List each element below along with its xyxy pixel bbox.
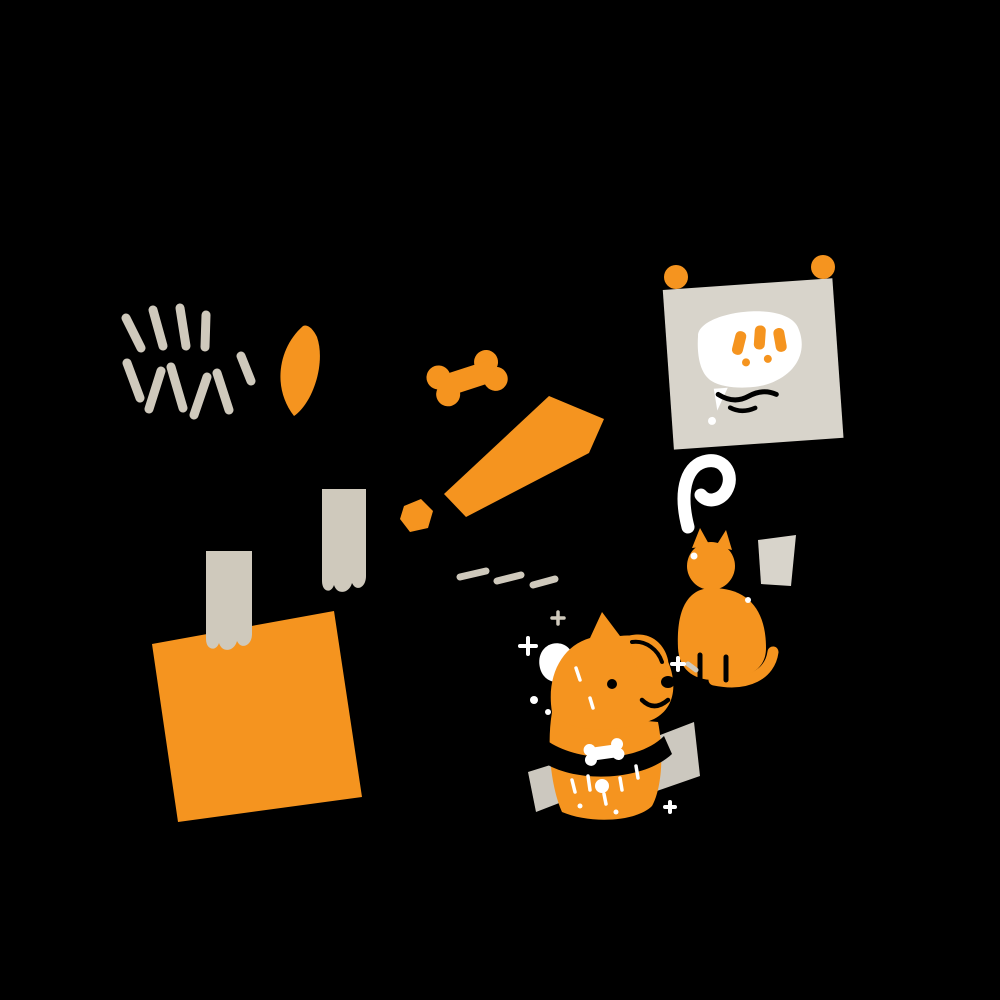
- tassel-stroke: [189, 372, 212, 420]
- orange-wing: [280, 325, 320, 416]
- beige-dashes: [456, 567, 559, 589]
- tassel-stroke: [148, 305, 168, 351]
- dog-nose: [661, 676, 675, 688]
- beige-dash: [456, 567, 490, 581]
- dog-collar: [540, 736, 672, 777]
- wall-hook: [677, 454, 736, 534]
- dog-fur-stroke: [588, 696, 595, 710]
- speckle-dot: [577, 803, 583, 809]
- speckle: [570, 778, 577, 794]
- tassel-stroke: [212, 368, 234, 415]
- tassel-stroke: [144, 366, 166, 414]
- tassel-stroke: [200, 310, 211, 352]
- white-sparkles: [518, 636, 686, 814]
- paw-print-dot: [742, 358, 751, 367]
- photo-gray-patch: [758, 535, 796, 586]
- paw-print-mark: [753, 325, 766, 350]
- orange-pin-left: [664, 265, 688, 289]
- dog-speckles: [570, 764, 640, 806]
- cat-white-speck: [745, 597, 751, 603]
- orange-pin-right: [811, 255, 835, 279]
- speckle-dot: [613, 809, 619, 815]
- dog-ear-line: [630, 639, 664, 664]
- collar-white-dot: [595, 779, 609, 793]
- dog-ear-floppy: [628, 634, 669, 679]
- beige-dash: [493, 571, 525, 585]
- speckle: [586, 774, 592, 792]
- bone-shaft: [438, 359, 497, 398]
- orange-bone: [426, 350, 508, 407]
- paw-print-mark: [731, 331, 747, 355]
- cat-tail: [708, 646, 779, 688]
- orange-hexagon: [400, 499, 433, 532]
- speckle: [618, 776, 624, 792]
- white-dot: [530, 696, 538, 704]
- tassel-stroke: [166, 362, 188, 413]
- tassel-stroke: [122, 358, 145, 403]
- paw-print-mark: [773, 327, 787, 352]
- beige-sparkle: [550, 610, 566, 626]
- speckle: [634, 764, 640, 780]
- speech-bubble-dot: [708, 416, 717, 425]
- sparkle: [670, 656, 686, 672]
- tassel-stroke: [121, 313, 146, 353]
- paw-print-dot: [763, 354, 772, 363]
- tassel-strokes: [121, 303, 256, 420]
- beige-dash: [529, 575, 559, 589]
- dog-fur-stroke: [574, 666, 582, 682]
- beige-paw-right: [322, 489, 366, 592]
- cat-head: [687, 542, 735, 590]
- speckle: [602, 792, 608, 806]
- white-bone-tag: [583, 738, 625, 766]
- sparkle: [518, 636, 538, 656]
- cat-gray-mark: [685, 661, 699, 673]
- orange-gift-box: [152, 611, 362, 822]
- tassel-stroke: [175, 303, 191, 351]
- cat-white-speck: [690, 552, 698, 560]
- sparkle: [550, 610, 566, 626]
- note-squiggle: [715, 389, 779, 403]
- dog-eye: [607, 679, 617, 689]
- dog-mouth: [639, 697, 671, 709]
- beige-paw-left: [206, 551, 252, 650]
- white-dot: [545, 709, 551, 715]
- framed-cat-photo: [677, 528, 796, 688]
- bone-tag-shaft: [589, 744, 619, 761]
- dog-portrait: [518, 610, 700, 820]
- pinned-note: [662, 278, 844, 450]
- tassel-stroke: [236, 351, 256, 386]
- orange-banner: [444, 396, 604, 517]
- sparkle: [663, 800, 677, 814]
- note-squiggle: [727, 405, 758, 414]
